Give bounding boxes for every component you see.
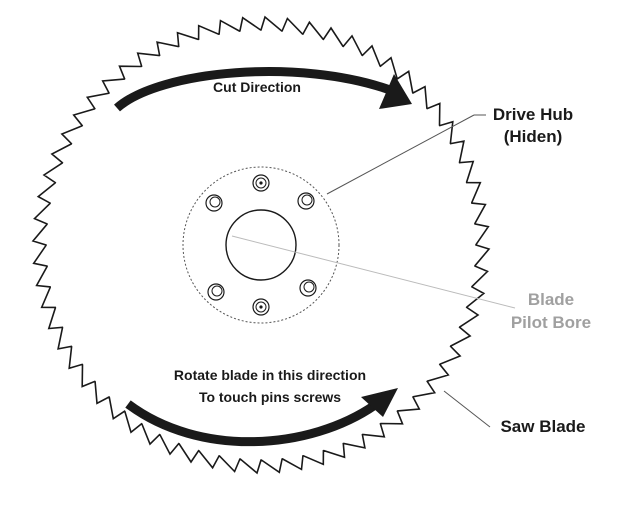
drive-hub-hidden-label: (Hiden)	[504, 127, 563, 146]
bolt-hole	[252, 298, 270, 316]
pin-hole	[299, 279, 317, 297]
pin-hole	[297, 192, 315, 210]
saw-blade-label: Saw Blade	[500, 417, 585, 436]
cut-direction-arrowhead	[379, 74, 412, 109]
rotate-direction-arrowhead	[361, 388, 398, 417]
pilot-bore-leader	[231, 235, 516, 309]
rotate-instruction-line1: Rotate blade in this direction	[174, 367, 366, 383]
saw-blade-outline	[31, 15, 491, 475]
pilot-bore-label: Pilot Bore	[511, 313, 591, 332]
pin-hole	[207, 283, 225, 301]
pilot-bore	[225, 209, 297, 281]
cut-direction-arrow	[114, 67, 392, 112]
rotate-direction-arrow	[125, 400, 378, 447]
saw-blade-leader	[443, 390, 491, 428]
drive-hub-outline	[182, 166, 340, 324]
bolt-hole	[252, 174, 270, 192]
pin-hole	[205, 194, 223, 212]
rotate-instruction-line2: To touch pins screws	[199, 389, 341, 405]
drive-hub-label: Drive Hub	[493, 105, 573, 124]
drive-hub-leader	[326, 114, 475, 195]
blade-label: Blade	[528, 290, 574, 309]
cut-direction-label: Cut Direction	[213, 79, 301, 95]
